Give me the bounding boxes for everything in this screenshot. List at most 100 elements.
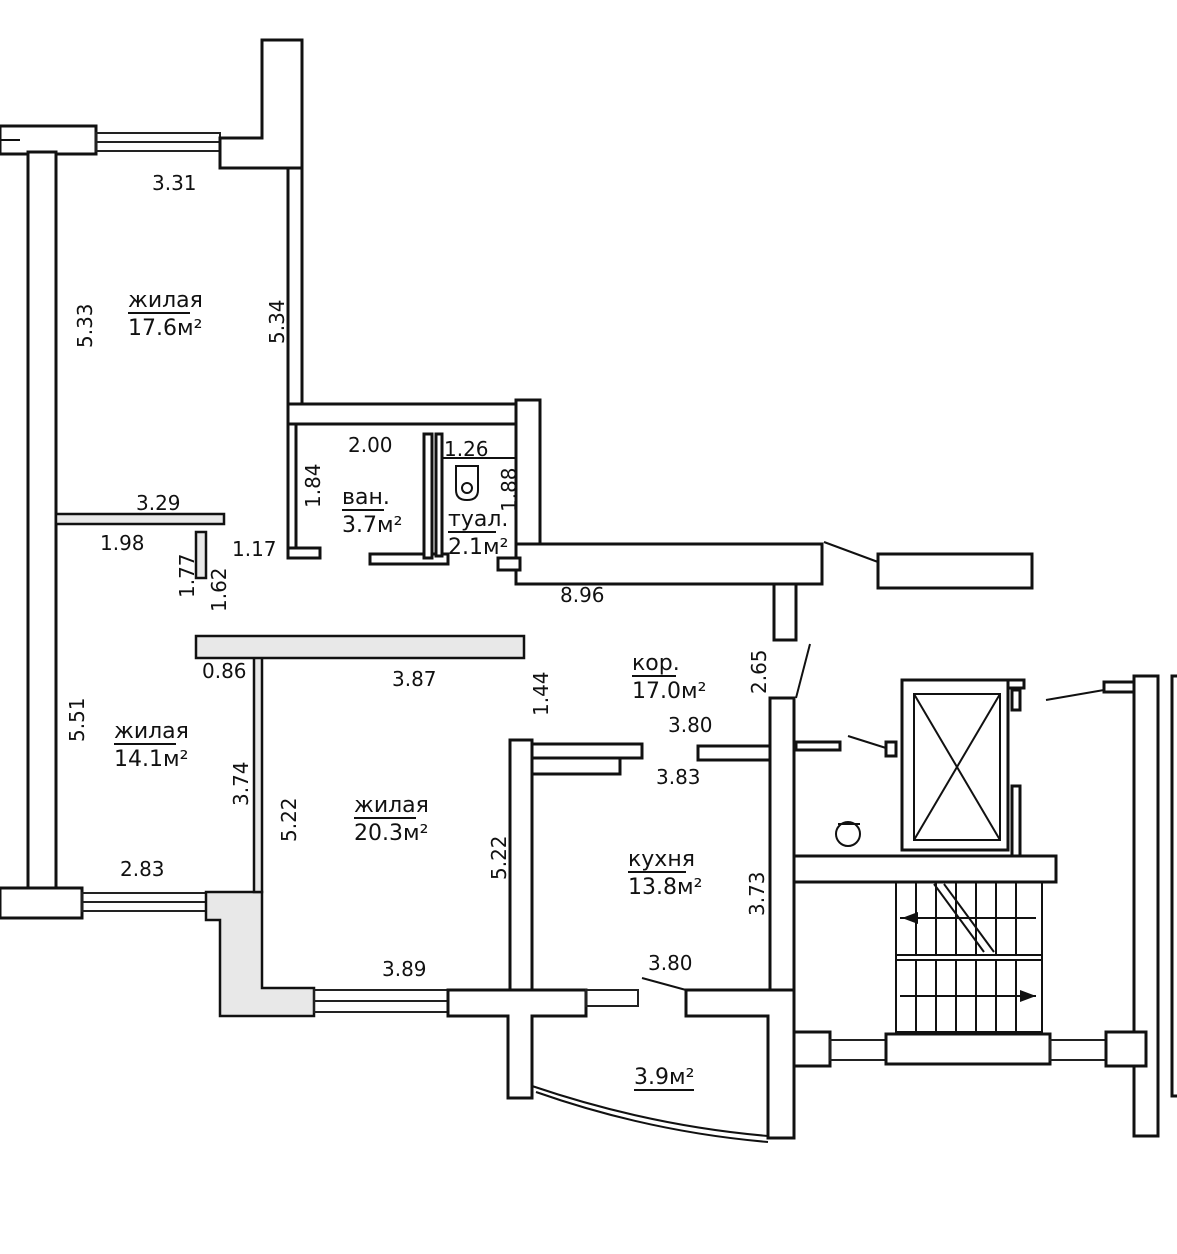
dim-top-width: 3.31 bbox=[152, 171, 197, 195]
bath-door-jamb bbox=[368, 552, 450, 566]
dim-left-bottom-w: 2.83 bbox=[120, 857, 165, 881]
room-toilet-name: туал. bbox=[448, 507, 508, 532]
hall-wall-stub bbox=[794, 740, 842, 752]
dim-bath-width: 2.00 bbox=[348, 433, 393, 457]
dim-bath-height: 1.84 bbox=[301, 463, 325, 508]
dim-center-h-right: 5.22 bbox=[487, 835, 511, 880]
walls bbox=[0, 38, 1034, 1143]
room-living-center-name: жилая bbox=[354, 793, 429, 818]
dim-corridor-h: 1.44 bbox=[529, 671, 553, 716]
wall-top-room-right bbox=[286, 166, 304, 414]
dimension-labels: 3.31 2.00 1.26 3.29 1.98 1.17 8.96 0.86 … bbox=[100, 171, 713, 981]
stairs-outline bbox=[895, 881, 1043, 1033]
bath-toilet-wall-2 bbox=[434, 432, 444, 558]
balcony-rail bbox=[531, 1085, 769, 1137]
wall-stair-bottom-right bbox=[1104, 1030, 1148, 1068]
wall-stair-bottom-left bbox=[792, 1030, 832, 1068]
room-bath-area: 3.7м² bbox=[342, 513, 402, 538]
dim-left-room-h: 5.51 bbox=[65, 697, 89, 742]
dim-kitchen-top-w: 3.83 bbox=[656, 765, 701, 789]
door-swing-elevator bbox=[847, 735, 887, 749]
shaft-side-top bbox=[1010, 688, 1022, 712]
dim-hall-h: 2.65 bbox=[747, 649, 771, 694]
dim-nook-h1: 1.77 bbox=[175, 553, 199, 598]
toilet-fixture-icon bbox=[455, 465, 479, 502]
shaft-cap bbox=[1006, 678, 1026, 690]
wall-center-left bbox=[252, 644, 264, 894]
room-kitchen-area: 13.8м² bbox=[628, 875, 702, 900]
shaft-side bbox=[1010, 784, 1022, 858]
stair-landing-wall bbox=[792, 854, 1058, 884]
wall-far-right bbox=[1170, 674, 1177, 1098]
dim-center-top-width: 3.87 bbox=[392, 667, 437, 691]
bath-wall-left bbox=[286, 422, 298, 556]
wall-kitchen-top bbox=[530, 742, 644, 760]
wall-bottom-corner bbox=[204, 890, 316, 1018]
room-living-left-area: 14.1м² bbox=[114, 747, 188, 772]
wall-kitchen-top-3 bbox=[696, 744, 772, 762]
dim-corridor-length: 8.96 bbox=[560, 583, 605, 607]
stairwell bbox=[792, 674, 1177, 1138]
window-balcony bbox=[585, 989, 639, 1007]
column-short bbox=[772, 582, 798, 642]
stair-treads bbox=[915, 882, 1017, 1032]
wall-left bbox=[26, 150, 58, 890]
door-swing-hall bbox=[795, 643, 811, 699]
wall-center-kitchen bbox=[508, 738, 534, 992]
dim-corridor-w: 3.80 bbox=[668, 713, 713, 737]
dim-kitchen-bottom-w: 3.80 bbox=[648, 951, 693, 975]
dimension-labels-vertical: 5.33 5.34 1.84 1.88 1.77 1.62 1.44 2.65 … bbox=[65, 299, 771, 916]
dim-left-room-h2: 3.74 bbox=[229, 761, 253, 806]
room-living-left-name: жилая bbox=[114, 719, 189, 744]
room-corridor-name: кор. bbox=[632, 651, 680, 676]
wall-top-right bbox=[218, 38, 304, 170]
room-kitchen-name: кухня bbox=[628, 847, 695, 872]
door-swing-stair bbox=[1045, 689, 1105, 701]
dim-top-right-height: 5.34 bbox=[265, 299, 289, 344]
wall-corridor-right bbox=[514, 542, 824, 586]
partition-top-room bbox=[54, 512, 226, 526]
partition-center-top bbox=[194, 634, 526, 660]
room-toilet-area: 2.1м² bbox=[448, 535, 508, 560]
bath-wall-bottom bbox=[286, 546, 322, 560]
dim-nook-width: 1.98 bbox=[100, 531, 145, 555]
room-living-top-name: жилая bbox=[128, 288, 203, 313]
balcony-rail-inner bbox=[535, 1091, 769, 1143]
toilet-door-jamb bbox=[496, 556, 522, 572]
window-stair-2 bbox=[1049, 1039, 1107, 1061]
room-balcony-area: 3.9м² bbox=[634, 1065, 694, 1090]
stair-arrow-left-icon bbox=[902, 912, 918, 924]
elevator-cross-2 bbox=[913, 693, 1001, 841]
door-swing-right bbox=[823, 541, 879, 563]
room-corridor-area: 17.0м² bbox=[632, 679, 706, 704]
wall-bottom-right bbox=[684, 988, 796, 1140]
wall-segment-right bbox=[876, 552, 1034, 590]
bath-toilet-wall bbox=[422, 432, 434, 560]
room-living-top-area: 17.6м² bbox=[128, 316, 202, 341]
door-balcony bbox=[641, 977, 687, 991]
dim-center-h-left: 5.22 bbox=[277, 797, 301, 842]
dim-wall-small: 0.86 bbox=[202, 659, 247, 683]
wall-bottom-left bbox=[0, 886, 84, 920]
wall-stair-bottom bbox=[884, 1032, 1052, 1066]
dim-toilet-height: 1.88 bbox=[497, 467, 521, 512]
stair-wall-stub bbox=[1102, 680, 1136, 694]
wall-kitchen-top-2 bbox=[530, 756, 622, 776]
room-labels: жилая 17.6м² ван. 3.7м² туал. 2.1м² жила… bbox=[114, 288, 706, 1091]
dim-top-left-height: 5.33 bbox=[73, 303, 97, 348]
window-stair-1 bbox=[829, 1039, 887, 1061]
column-toilet bbox=[514, 398, 542, 572]
partition-nook bbox=[194, 530, 208, 580]
dim-center-bottom-w: 3.89 bbox=[382, 957, 427, 981]
room-bath-name: ван. bbox=[342, 485, 390, 510]
column-t bbox=[446, 988, 588, 1100]
meter-icon bbox=[835, 821, 861, 847]
wall-above-bath bbox=[286, 402, 518, 426]
dim-toilet-width: 1.26 bbox=[444, 437, 489, 461]
partitions bbox=[54, 422, 526, 660]
dim-kitchen-h: 3.73 bbox=[745, 871, 769, 916]
stair-arrow-right-icon bbox=[1020, 990, 1036, 1002]
dim-partition-width: 3.29 bbox=[136, 491, 181, 515]
dim-gap: 1.17 bbox=[232, 537, 277, 561]
